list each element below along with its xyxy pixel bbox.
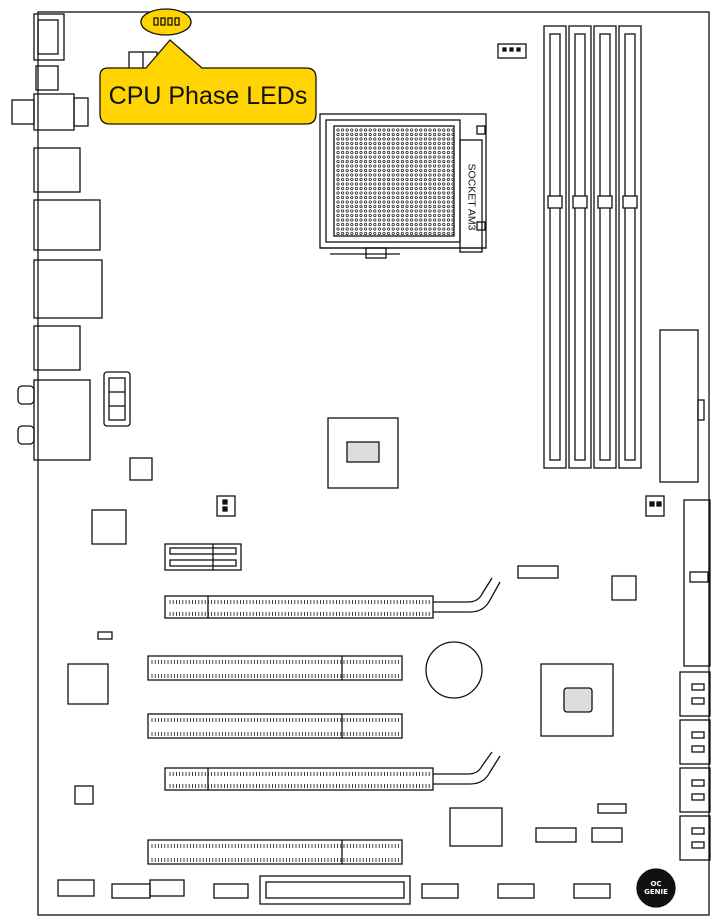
cpu-socket: [319, 113, 487, 259]
board-outline: [37, 11, 710, 916]
northbridge-chip: [327, 417, 399, 489]
pcie-x1-slot: [164, 543, 242, 571]
chip-right: [611, 575, 637, 601]
jumper-right: [597, 803, 627, 814]
pci-slot-3: [147, 839, 403, 865]
slot-pin-ticks: [151, 600, 430, 862]
dimm-slots: [543, 25, 642, 469]
cmos-battery: [425, 641, 483, 699]
jumper-left: [97, 631, 113, 640]
oc-genie-button[interactable]: [636, 868, 676, 908]
usb-port: [103, 371, 131, 427]
socket-label: SOCKET AM3: [465, 163, 478, 231]
chip-io: [91, 509, 127, 545]
pcie-x16-slot-1: [164, 577, 501, 619]
oc-genie-line1: OC: [650, 880, 662, 888]
cpu-phase-leds-label: CPU Phase LEDs: [108, 82, 308, 110]
chip-tiny: [74, 785, 94, 805]
bottom-headers: [57, 565, 623, 905]
chip-audio: [67, 663, 109, 705]
southbridge-chip: [540, 663, 614, 737]
chip-small: [129, 457, 153, 481]
cpu-socket-pins: [336, 128, 455, 236]
pcie-x16-slot-2: [164, 751, 501, 791]
rear-io-panel: [11, 13, 103, 461]
socket-label-box: SOCKET AM3: [460, 141, 482, 253]
atx-power-connector: [659, 329, 705, 483]
oc-genie-line2: GENIE: [644, 888, 668, 896]
oc-genie-label: OC GENIE: [637, 869, 675, 907]
pci-slot-2: [147, 713, 403, 739]
fan-header-right: [645, 495, 665, 517]
fan-header-mid: [216, 495, 236, 517]
fan-header-top: [497, 43, 527, 59]
cpu-phase-leds-callout: [99, 8, 317, 125]
ide-connector-right: [683, 499, 711, 667]
sata-connectors: [679, 671, 711, 861]
chip-bottom: [449, 807, 503, 847]
pci-slot-1: [147, 655, 403, 681]
